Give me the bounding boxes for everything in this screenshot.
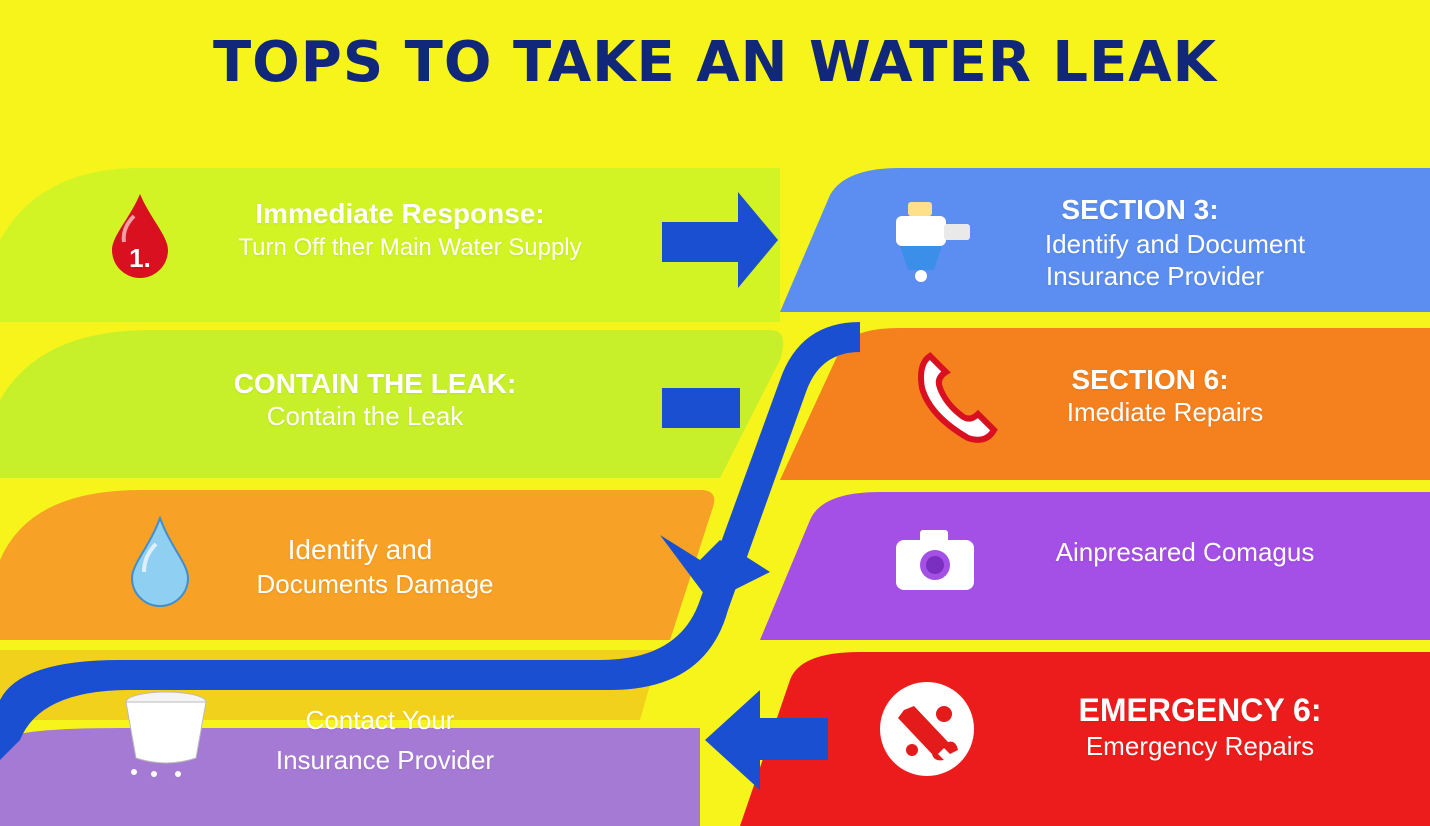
arrow-down-right <box>660 535 770 602</box>
arrow-right-1 <box>662 192 778 288</box>
band-purple-right <box>760 492 1430 640</box>
step-2-text: Contain the Leak <box>266 401 464 431</box>
section-6-line1: Imediate Repairs <box>1066 397 1264 427</box>
phone-icon <box>916 352 1000 444</box>
section-3-line1: Identify and Document <box>1044 229 1306 259</box>
step-1-heading: Immediate Response: <box>255 198 545 229</box>
arrow-right-2 <box>662 388 740 428</box>
section-3-line2: Insurance Provider <box>1045 261 1265 291</box>
connector-ribbon <box>0 322 860 760</box>
step-number: 1. <box>129 243 151 273</box>
band-blue-right <box>780 168 1430 312</box>
section-6-heading: SECTION 6: <box>1071 364 1229 395</box>
bucket-icon <box>120 688 216 780</box>
step-4-line1: Contact Your <box>305 705 455 735</box>
band-orange-left <box>0 490 715 640</box>
step-3-line2: Documents Damage <box>256 569 494 599</box>
step-4-line2: Insurance Provider <box>275 745 495 775</box>
section-3-heading: SECTION 3: <box>1061 194 1219 225</box>
arrow-left <box>705 690 828 790</box>
water-drop-icon <box>128 515 192 608</box>
emergency-line1: Emergency Repairs <box>1085 731 1315 761</box>
step-1-text: Turn Off ther Main Water Supply <box>238 234 582 261</box>
camera-icon <box>894 528 976 592</box>
page-title: TOPS TO TAKE AN WATER LEAK <box>212 30 1217 95</box>
step-3-line1: Identify and <box>287 534 433 565</box>
section-purple-text: Ainpresared Comagus <box>1055 537 1315 567</box>
wrench-gear-icon <box>878 680 976 778</box>
faucet-icon <box>884 194 976 286</box>
emergency-heading: EMERGENCY 6: <box>1078 692 1322 728</box>
band-green-2 <box>0 330 784 478</box>
blood-drop-icon <box>108 192 172 278</box>
band-green-1 <box>0 168 780 322</box>
step-2-heading: CONTAIN THE LEAK: <box>233 368 517 399</box>
